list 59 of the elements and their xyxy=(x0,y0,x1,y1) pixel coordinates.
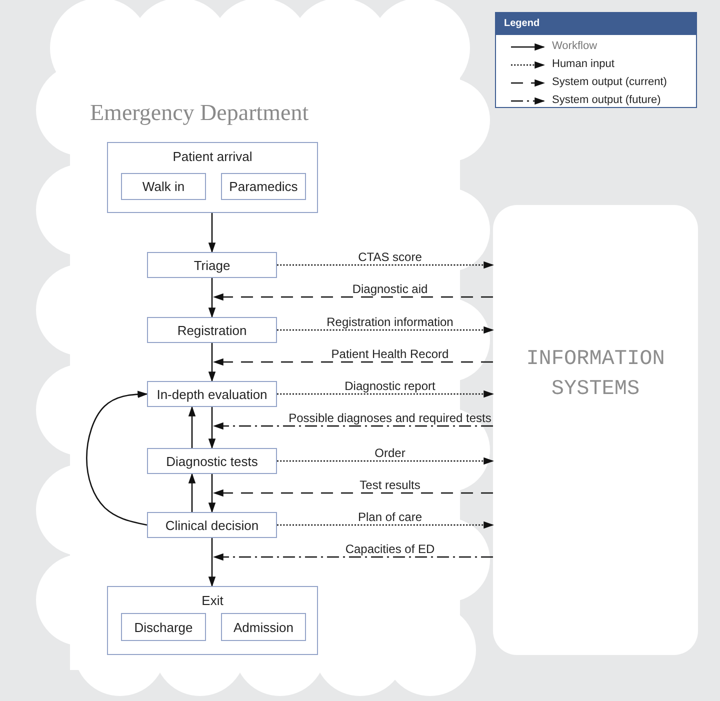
process-box xyxy=(147,317,277,343)
box-label: Admission xyxy=(234,620,294,634)
edge-label: Diagnostic aid xyxy=(352,282,428,296)
arrow xyxy=(188,472,196,512)
arrow xyxy=(277,261,494,269)
process-box xyxy=(121,613,206,641)
legend-text: Workflow xyxy=(552,40,598,52)
process-box xyxy=(221,613,306,641)
box-label: Triage xyxy=(194,258,230,272)
process-box xyxy=(147,448,277,474)
box-label: Registration xyxy=(177,322,247,338)
arrow xyxy=(212,358,493,366)
arrow xyxy=(277,457,494,465)
legend-title: Legend xyxy=(496,13,696,35)
group-box xyxy=(107,142,318,213)
arrow xyxy=(277,390,494,398)
arrow xyxy=(86,390,148,526)
arrow xyxy=(208,474,216,514)
edge-label: Possible diagnoses and required tests xyxy=(288,411,492,425)
process-box xyxy=(147,252,277,278)
arrow xyxy=(188,406,196,448)
arrow xyxy=(208,278,216,318)
group-box xyxy=(107,586,318,655)
edge-label: Capacities of ED xyxy=(345,542,435,556)
box-label: Discharge xyxy=(134,620,193,634)
box-heading: Patient arrival xyxy=(172,149,252,164)
edge-label: Order xyxy=(374,446,406,460)
arrow xyxy=(277,521,494,529)
box-label: Clinical decision xyxy=(165,518,259,532)
legend-text: System output (current) xyxy=(552,76,667,88)
edge-label: Test results xyxy=(360,478,420,492)
arrow xyxy=(212,489,493,497)
arrow xyxy=(212,553,493,561)
arrow xyxy=(208,538,216,588)
arrow xyxy=(208,407,216,450)
process-box xyxy=(147,512,277,538)
process-box xyxy=(121,173,206,200)
edge-label: Plan of care xyxy=(358,510,422,524)
edge-label: CTAS score xyxy=(358,250,422,264)
panel-title: INFORMATION SYSTEMS xyxy=(525,347,666,403)
edge-label: Patient Health Record xyxy=(331,347,449,361)
arrow xyxy=(208,343,216,382)
arrow xyxy=(208,213,216,254)
arrow xyxy=(212,422,493,430)
legend-text: Human input xyxy=(552,58,614,70)
arrow xyxy=(277,326,494,334)
box-label: Walk in xyxy=(142,179,185,194)
legend-text: System output (future) xyxy=(552,94,661,106)
process-box xyxy=(147,381,277,407)
box-label: Paramedics xyxy=(229,179,298,194)
box-label: In-depth evaluation xyxy=(156,386,268,402)
process-box xyxy=(221,173,306,200)
system-panel xyxy=(493,205,698,655)
box-label: Diagnostic tests xyxy=(166,454,258,468)
arrow xyxy=(212,293,493,301)
edge-label: Diagnostic report xyxy=(344,379,436,393)
box-heading: Exit xyxy=(202,593,224,608)
region-title: Emergency Department xyxy=(90,100,309,126)
edge-label: Registration information xyxy=(326,315,454,329)
